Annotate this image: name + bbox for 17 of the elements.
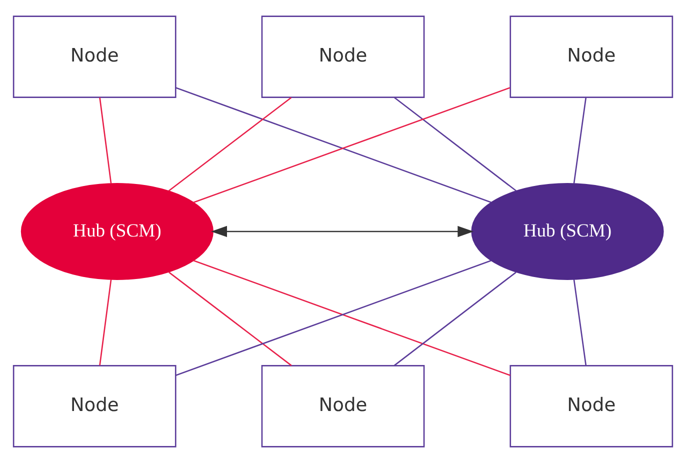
connector <box>573 279 587 366</box>
node-box: Node <box>261 16 425 98</box>
connector <box>99 98 112 184</box>
connector <box>394 272 516 366</box>
arrow <box>211 226 474 238</box>
node-box: Node <box>510 365 674 448</box>
node-box: Node <box>510 16 674 98</box>
connector <box>394 97 517 192</box>
node-ellipse: Hub (SCM) <box>20 183 214 280</box>
node-ellipse: Hub (SCM) <box>471 183 664 280</box>
connector <box>168 97 292 192</box>
connector <box>99 279 112 366</box>
node-box: Node <box>12 365 176 448</box>
connector <box>168 272 292 366</box>
node-box: Node <box>12 16 176 98</box>
node-box: Node <box>261 365 425 448</box>
connector <box>573 98 587 184</box>
